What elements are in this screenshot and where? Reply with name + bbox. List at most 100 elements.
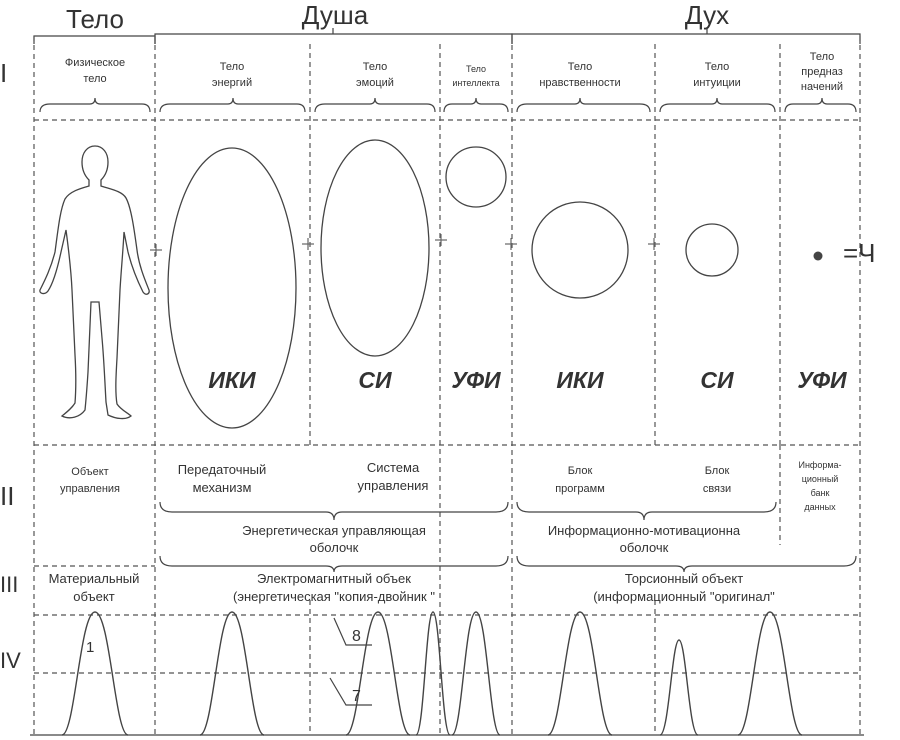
row-mark-iv: IV [0,648,21,673]
function-transmission: Передаточный механизм [178,462,267,495]
function-program-block: Блок программ [555,465,605,495]
energy-body-ellipse [167,147,297,429]
code-si-emotion: СИ [358,367,392,393]
shell-info: Информационно-мотивационна оболочк [548,523,741,555]
grid [30,36,864,736]
svg-text:управления: управления [358,478,429,493]
body-name-morality: Тело нравственности [539,61,620,89]
svg-text:Энергетическая управляющая: Энергетическая управляющая [242,523,426,538]
svg-text:оболочк: оболочк [310,540,359,555]
wave-emotion [345,611,411,736]
svg-text:банк: банк [811,488,830,498]
human-figure [39,145,150,420]
wave-destiny [737,611,803,736]
morality-body-circle [531,201,629,299]
svg-text:Передаточный: Передаточный [178,462,267,477]
header-brace-soul [154,28,513,44]
svg-text:Тело: Тело [220,61,245,73]
waves [61,611,803,736]
wave-intuition [659,639,699,736]
function-communication-block: Блок связи [703,465,731,495]
object-em: Электромагнитный объек (энергетическая "… [233,571,435,604]
code-ufi-destiny: УФИ [797,367,847,393]
svg-text:Физическое: Физическое [65,57,125,69]
svg-text:Торсионный объект: Торсионный объект [625,571,743,586]
svg-text:Информа-: Информа- [798,460,841,470]
wave-label-8: 8 [352,628,361,645]
row-mark-iii: III [0,572,18,597]
wave-physical [61,611,129,736]
svg-text:предназ: предназ [801,66,842,78]
svg-text:оболочк: оболочк [620,540,669,555]
shell-energy: Энергетическая управляющая оболочк [242,523,426,555]
header-spirit: Дух [685,0,729,30]
svg-text:механизм: механизм [193,480,252,495]
svg-text:интуиции: интуиции [693,77,741,89]
svg-text:объект: объект [73,589,114,604]
svg-text:интеллекта: интеллекта [452,78,499,88]
function-control-system: Система управления [358,460,429,493]
svg-text:нравственности: нравственности [539,77,620,89]
svg-text:Тело: Тело [705,61,730,73]
svg-text:энергий: энергий [212,77,252,89]
header-body: Тело [66,4,124,34]
svg-text:Система: Система [367,460,420,475]
right-marker: =Ч [843,238,876,268]
svg-text:начений: начений [801,81,843,93]
svg-text:связи: связи [703,483,731,495]
svg-text:Тело: Тело [363,61,388,73]
body-name-physical: Физическое тело [65,57,125,85]
destiny-body-dot [813,251,823,261]
code-iki-morality: ИКИ [556,367,604,393]
svg-text:Материальный: Материальный [49,571,140,586]
svg-text:Тело: Тело [810,51,835,63]
leader-7 [329,677,372,706]
wave-intellect-2 [451,611,501,736]
body-name-emotion: Тело эмоций [356,61,394,89]
body-name-intellect: Тело интеллекта [452,64,499,88]
shell-brace-info [516,501,777,521]
svg-text:(энергетическая "копия-двойник: (энергетическая "копия-двойник " [233,589,435,604]
svg-text:Информационно-мотивационна: Информационно-мотивационна [548,523,741,538]
svg-text:Блок: Блок [705,465,730,477]
header-soul: Душа [302,0,369,30]
svg-text:Блок: Блок [568,465,593,477]
wave-label-1: 1 [86,639,94,656]
svg-text:Тело: Тело [466,64,486,74]
intellect-body-circle [445,146,507,208]
svg-text:тело: тело [83,73,106,85]
row-mark-i: I [0,58,7,88]
svg-text:ционный: ционный [802,474,839,484]
plus-signs [150,234,660,256]
emotion-body-ellipse [320,139,430,357]
svg-text:Электромагнитный объек: Электромагнитный объек [257,571,411,586]
code-si-intuition: СИ [700,367,734,393]
row-mark-ii: II [0,481,14,511]
object-torsion: Торсионный объект (информационный "ориги… [593,571,775,604]
object-brace-soul [159,555,509,573]
leader-8 [333,617,372,646]
body-name-intuition: Тело интуиции [693,61,741,89]
svg-text:эмоций: эмоций [356,77,394,89]
body-name-destiny: Тело предназ начений [801,51,843,93]
svg-text:Объект: Объект [71,466,108,478]
code-iki-energy: ИКИ [208,367,256,393]
intuition-body-circle [685,223,739,277]
row1-braces [39,97,857,113]
wave-intellect-1 [415,611,451,736]
svg-text:(информационный "оригинал": (информационный "оригинал" [593,589,775,604]
code-ufi-intellect: УФИ [451,367,501,393]
body-name-energy: Тело энергий [212,61,252,89]
object-material: Материальный объект [49,571,140,604]
header-brace-spirit [511,28,861,44]
function-data-bank: Информа- ционный банк данных [798,460,841,512]
function-control-object: Объект управления [60,466,120,495]
wave-label-7: 7 [352,688,361,705]
svg-text:программ: программ [555,483,605,495]
wave-morality [547,611,613,736]
svg-text:Тело: Тело [568,61,593,73]
object-brace-spirit [516,555,857,573]
shell-brace-energy [159,501,509,521]
header-brace-body [33,35,156,44]
